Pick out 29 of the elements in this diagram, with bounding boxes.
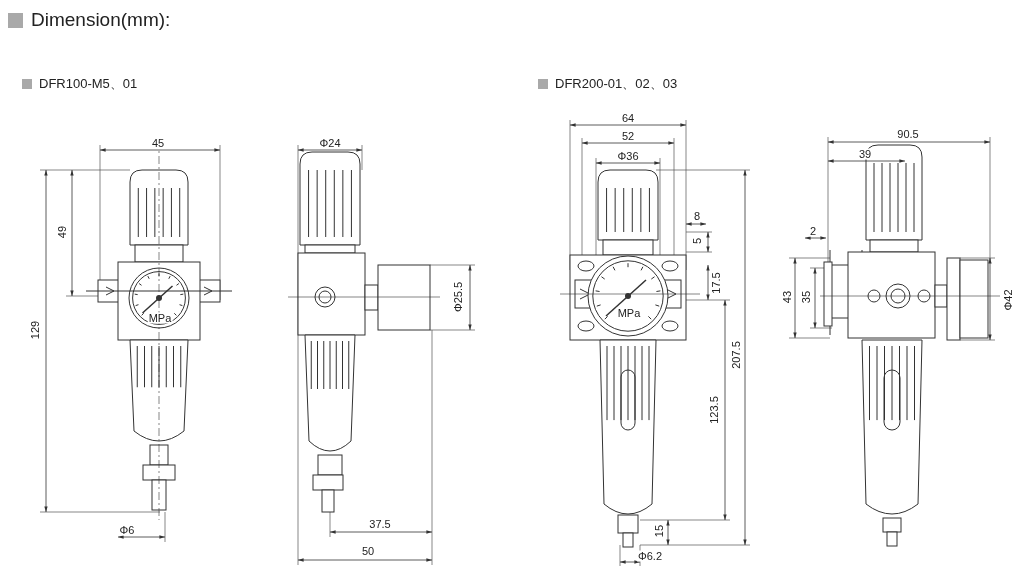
dimension-value: Φ25.5 <box>452 280 464 314</box>
dimension-value: 207.5 <box>730 340 742 370</box>
dimension-value: MPa <box>147 312 173 324</box>
dimension-value: 17.5 <box>710 271 722 295</box>
title: Dimension(mm): <box>31 8 171 32</box>
dimension-value: 39 <box>857 148 873 160</box>
dimension-value: Φ6.2 <box>636 550 664 562</box>
model-heading: DFR100-M5、01 <box>39 75 138 93</box>
dimension-value: 5 <box>691 236 703 246</box>
dimension-value: 45 <box>150 137 166 149</box>
dimension-value: 129 <box>29 319 41 341</box>
dimension-value: 123.5 <box>708 395 720 425</box>
dimension-value: Φ36 <box>616 150 640 162</box>
dimension-value: Φ6 <box>118 524 136 536</box>
dimension-value: 52 <box>620 130 636 142</box>
dimension-value: MPa <box>616 307 642 319</box>
dimension-value: 50 <box>360 545 376 557</box>
dimension-value: 64 <box>620 112 636 124</box>
dimension-value: 49 <box>56 224 68 240</box>
dimension-value: 8 <box>692 210 702 222</box>
dimension-value: 15 <box>653 523 665 539</box>
dimension-value: 37.5 <box>368 518 392 530</box>
dimension-value: 35 <box>800 289 812 305</box>
model-heading: DFR200-01、02、03 <box>555 75 678 93</box>
dimension-value: 43 <box>781 289 793 305</box>
dimension-value: 2 <box>808 225 818 237</box>
dimension-value: Φ42 <box>1002 288 1014 312</box>
dimension-value: 90.5 <box>896 128 920 140</box>
dimension-value: Φ24 <box>318 137 342 149</box>
